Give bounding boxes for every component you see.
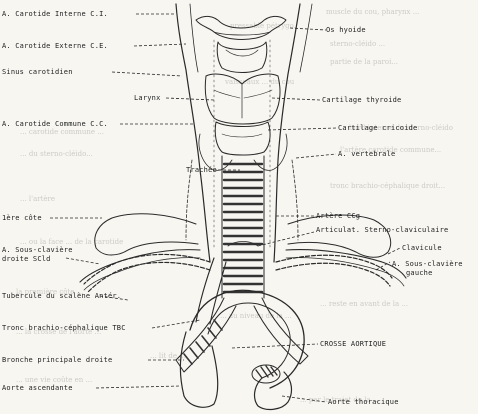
label-os-hyoide: Os hyoide (326, 26, 366, 34)
leader-tronc (152, 320, 200, 328)
label-carotide-externe: A. Carotide Externe C.E. (2, 42, 108, 50)
label-sous-claviere-droite-1: A. Sous-clavière (2, 246, 73, 254)
label-trachee: Trachée (186, 166, 217, 174)
label-tronc-brachio: Tronc brachio-céphalique TBC (2, 324, 126, 332)
aortic-arch (190, 290, 304, 388)
label-tubercule-scalene: Tubercule du scalène Antér. (2, 292, 121, 300)
label-larynx: Larynx (134, 94, 161, 102)
label-sous-claviere-droite-2: droite SCld (2, 255, 51, 263)
cricoid-cartilage (215, 122, 270, 155)
thoracic-aorta (255, 372, 292, 409)
leader-articulat (258, 232, 314, 246)
hyoid-bone (196, 16, 286, 39)
leader-sous-claviere-droite (66, 258, 100, 264)
label-crosse-aortique: CROSSE AORTIQUE (320, 340, 386, 348)
label-sinus-carotidien: Sinus carotidien (2, 68, 73, 76)
label-aorte-thoracique: Aorte thoracique (328, 398, 399, 406)
first-rib-right (95, 214, 198, 255)
leader-cricoide (268, 128, 336, 130)
leader-vertebrale (296, 154, 336, 158)
epiglottis (217, 42, 267, 73)
carotid-left (274, 4, 300, 262)
leader-sinus (112, 72, 182, 76)
label-carotide-commune: A. Carotide Commune C.C. (2, 120, 108, 128)
label-bronche-droite: Bronche principale droite (2, 356, 112, 364)
label-artere-cc: Artère CCg (316, 212, 360, 220)
label-cartilage-cricoide: Cartilage cricoide (338, 124, 417, 132)
label-cartilage-thyroide: Cartilage thyroide (322, 96, 401, 104)
clavicle-right (80, 250, 200, 282)
label-aorte-ascendante: Aorte ascendante (2, 384, 73, 392)
label-articulat-sterno: Articulat. Sterno-claviculaire (316, 226, 448, 234)
first-rib-left (288, 215, 391, 257)
label-carotide-interne: A. Carotide Interne C.I. (2, 10, 108, 18)
left-bronchus (254, 298, 308, 364)
label-sous-claviere-gauche-1: A. Sous-clavière (392, 260, 463, 268)
leader-carotide-externe (134, 44, 186, 46)
leader-crosse (232, 344, 318, 348)
leader-aorte-asc (96, 386, 180, 388)
label-clavicule: Clavicule (402, 244, 442, 252)
label-vertebrale: A. vertebrale (338, 150, 395, 158)
thyroid-cartilage (205, 74, 280, 124)
label-sous-claviere-gauche-2: gauche (406, 269, 433, 277)
label-1ere-cote: 1ère côte (2, 214, 42, 222)
vertebral-left (292, 160, 298, 240)
